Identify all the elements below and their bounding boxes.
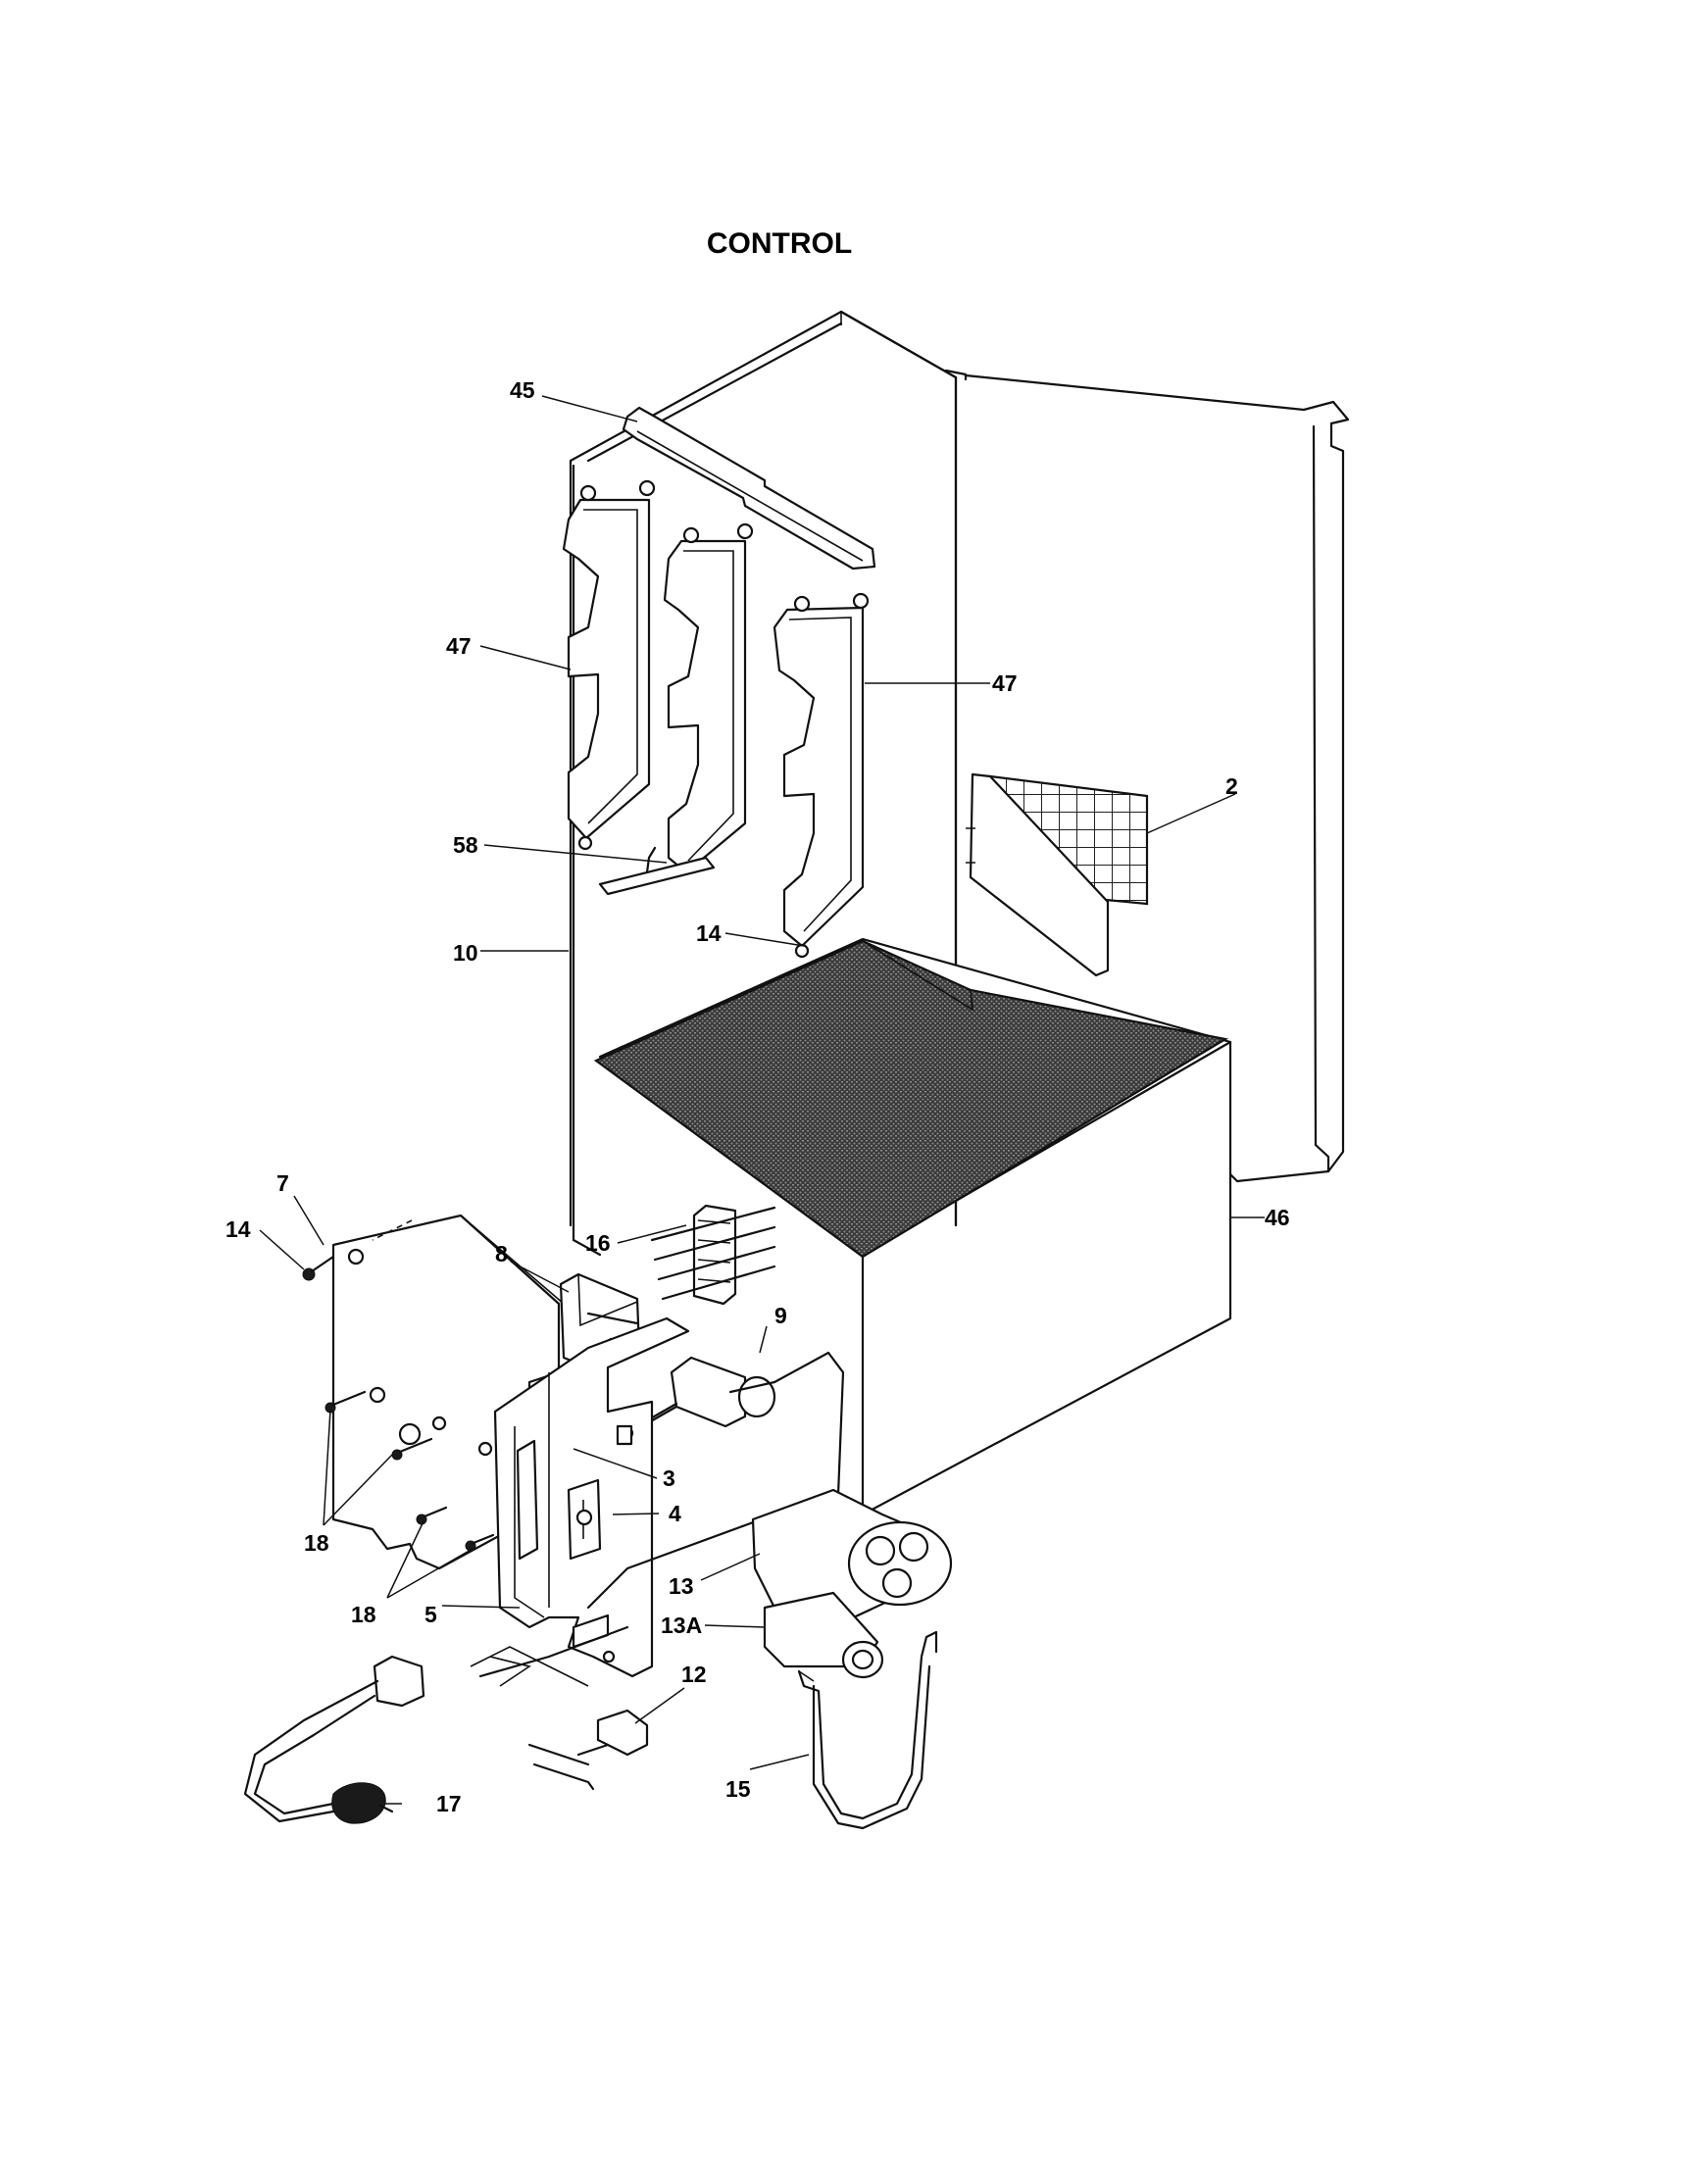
callout-12: 12 [681,1662,707,1687]
screw-18-c [416,1506,448,1525]
callout-13: 13 [669,1573,694,1599]
callout-4: 4 [669,1501,681,1526]
callout-3: 3 [663,1465,675,1491]
capacitor-13 [751,1488,953,1624]
callout-47-left: 47 [446,633,472,659]
thermostat [640,1356,776,1428]
callout-45: 45 [510,377,535,403]
callout-18-upper: 18 [304,1530,329,1556]
callout-14-top: 14 [696,920,722,946]
callout-13a: 13A [661,1613,702,1638]
control-bracket [493,1316,690,1678]
callout-7: 7 [276,1170,289,1196]
callout-46: 46 [1265,1205,1290,1230]
callout-5: 5 [424,1602,437,1627]
callout-8: 8 [495,1241,508,1266]
heater-element-3 [773,592,870,959]
capacitor-13a [763,1591,884,1679]
screw-18-a [324,1390,367,1414]
callout-18-lower: 18 [351,1602,376,1627]
callout-17: 17 [436,1791,462,1816]
thermal-sensor [470,1646,649,1791]
callout-labels: 45 47 47 2 58 10 14 46 7 14 16 8 9 3 4 1… [225,377,1290,1816]
callout-14-left: 14 [225,1216,251,1242]
mounting-strap [797,1630,938,1830]
callout-2: 2 [1225,773,1238,799]
diagram-title: CONTROL [707,227,852,260]
screw-14-cover [302,1255,335,1281]
callout-15: 15 [725,1776,751,1802]
support-bar [598,846,716,896]
callout-9: 9 [774,1303,787,1328]
filter-grille [966,772,1149,977]
divider-plate [572,464,602,1257]
heater-element-2 [663,522,754,874]
screws [302,1255,495,1552]
top-bracket [622,406,876,571]
callout-58: 58 [453,832,478,858]
heater-element-1 [562,479,656,851]
cabinet-housing [569,310,1350,1227]
leader-lines [259,395,1265,1805]
power-cord [243,1655,425,1824]
callout-10: 10 [453,940,478,966]
callout-16: 16 [585,1230,611,1256]
wiring-and-capillary [478,1351,845,1687]
terminal-block [650,1204,776,1306]
mesh-filter-panel [593,939,1229,1259]
callout-47-right: 47 [992,670,1018,696]
